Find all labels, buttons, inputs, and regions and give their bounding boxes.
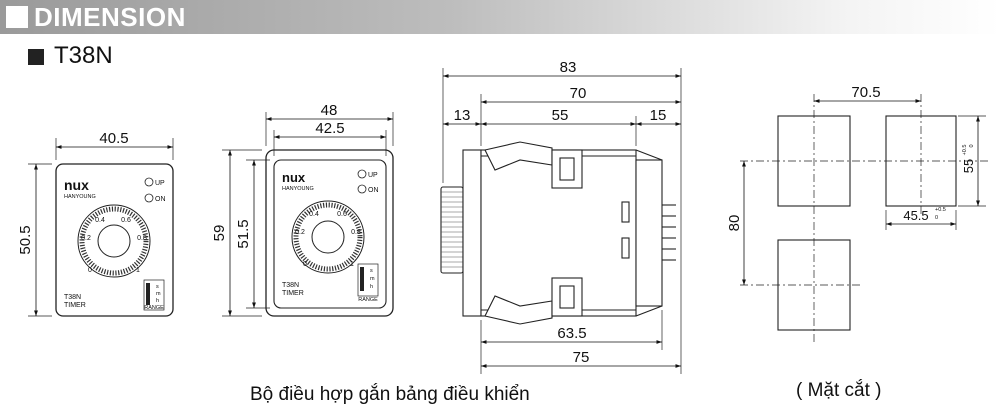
up-led-label-large: UP (368, 172, 378, 179)
brand-sub-small: HANYOUNG (64, 194, 96, 200)
model-title: T38N (54, 42, 113, 69)
up-led-label-small: UP (155, 180, 165, 187)
front-view-small: 40.5 50.5 nux HANYOUNG UP ON 0 0.2 0.4 0… (17, 130, 174, 317)
section-title: DIMENSION (34, 2, 186, 32)
tol-zero-horizontal: 0 (935, 215, 938, 221)
header-square-icon (6, 6, 28, 28)
caption-panel-adapter: Bộ điều hợp gắn bảng điều khiển (250, 384, 530, 405)
tick-08-large: 0.8 (351, 229, 361, 236)
tol-plus-vertical: +0.5 (962, 145, 968, 156)
dim-front-large-height-inner: 51.5 (235, 219, 252, 248)
tick-08-small: 0.8 (137, 235, 147, 242)
dim-cutout-side-width: 45.5 (903, 208, 928, 223)
cutout-view: 70.5 80 55 +0.5 0 45.5 +0.5 0 (726, 84, 990, 345)
brand-logo-large: nux (282, 170, 306, 185)
dim-front-small-width: 40.5 (99, 130, 128, 147)
side-view (440, 141, 676, 325)
tol-zero-vertical: 0 (969, 144, 975, 147)
tick-06-small: 0.6 (121, 217, 131, 224)
tick-0-small: 0 (88, 267, 92, 274)
dim-cutout-h-spacing: 70.5 (851, 84, 880, 101)
on-led-label-large: ON (368, 187, 379, 194)
brand-sub-large: HANYOUNG (282, 186, 314, 192)
unit-h-small: h (156, 298, 159, 304)
brand-logo-small: nux (64, 177, 89, 193)
dim-cutout-side: 55 (961, 159, 976, 173)
unit-s-small: s (156, 284, 159, 290)
model-line1-large: T38N (282, 282, 299, 289)
tick-04-large: 0.4 (309, 211, 319, 218)
caption-cutout: ( Mặt cắt ) (796, 380, 882, 401)
front-view-large: 48 42.5 59 51.5 nux HANYOUNG UP ON 0 0.2… (211, 102, 394, 317)
model-line2-small: TIMER (64, 302, 86, 309)
model-square-icon (28, 49, 44, 65)
dim-side-right: 15 (650, 107, 667, 124)
dim-front-large-height-outer: 59 (211, 225, 228, 242)
unit-m-large: m (370, 276, 375, 282)
on-led-label-small: ON (155, 196, 166, 203)
tick-02-large: 0.2 (295, 229, 305, 236)
tick-1-small: 1 (136, 267, 140, 274)
tick-02-small: 0.2 (81, 235, 91, 242)
model-line1-small: T38N (64, 294, 81, 301)
dim-side-bottom-inner: 63.5 (557, 325, 586, 342)
dim-front-small-height: 50.5 (17, 225, 34, 254)
dim-side-center: 55 (552, 107, 569, 124)
dim-side-total: 83 (560, 59, 577, 76)
tol-plus-horizontal: +0.5 (935, 207, 946, 213)
dim-front-large-width-outer: 48 (321, 102, 338, 119)
dim-side-mid: 70 (570, 85, 587, 102)
model-line2-large: TIMER (282, 290, 304, 297)
dim-side-bottom-total: 75 (573, 349, 590, 366)
range-label-large: RANGE (358, 297, 378, 303)
tick-04-small: 0.4 (95, 217, 105, 224)
dim-front-large-width-inner: 42.5 (315, 120, 344, 137)
tick-06-large: 0.6 (337, 211, 347, 218)
unit-s-large: s (370, 268, 373, 274)
unit-h-large: h (370, 284, 373, 290)
range-label-small: RANGE (144, 305, 164, 311)
unit-m-small: m (156, 291, 161, 297)
tick-1-large: 1 (350, 261, 354, 268)
side-view-dims: 83 70 13 55 15 63.5 75 (442, 59, 682, 374)
tick-0-large: 0 (303, 261, 307, 268)
dim-cutout-v-spacing: 80 (726, 215, 743, 232)
dim-side-left: 13 (454, 107, 471, 124)
section-header: DIMENSION (0, 0, 1000, 34)
